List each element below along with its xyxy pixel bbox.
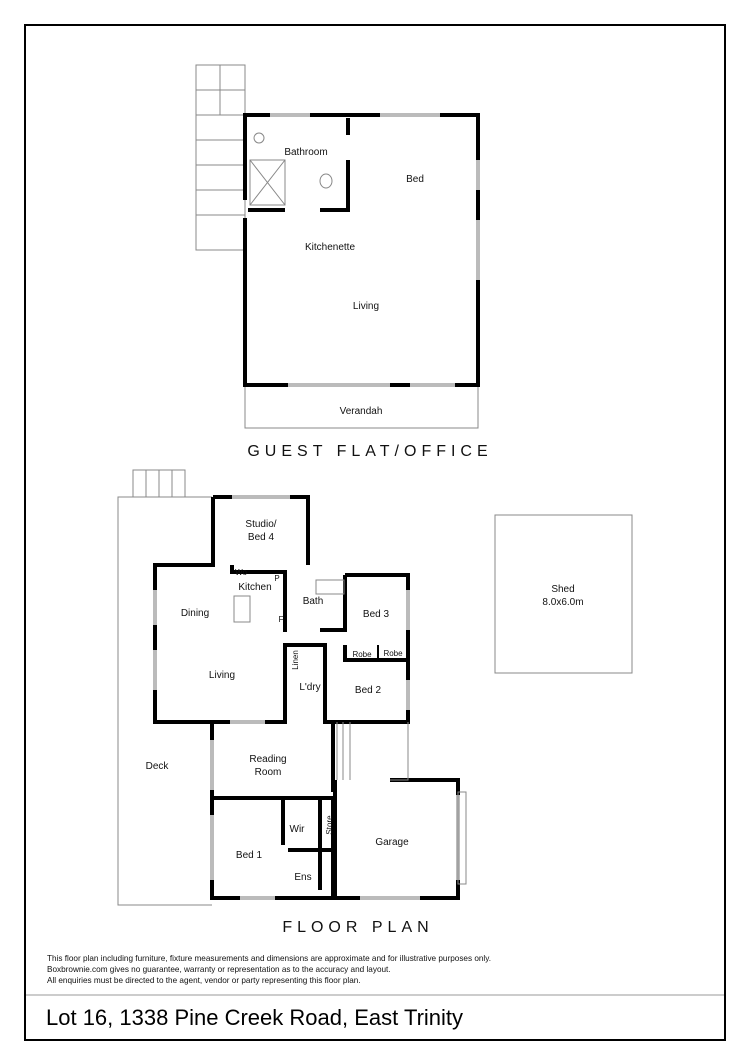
deck-stairs [132, 469, 186, 498]
guest-flat-heading: GUEST FLAT/OFFICE [247, 443, 492, 460]
room-label-studio: Studio/ [245, 519, 276, 530]
room-label-room: Room [255, 767, 282, 778]
basin-icon [253, 132, 265, 144]
disclaimer-line: This floor plan including furniture, fix… [47, 954, 492, 963]
room-label-kitchenette: Kitchenette [305, 242, 355, 253]
floor-plan-heading: FLOOR PLAN [282, 919, 433, 936]
room-label-bed4: Bed 4 [248, 532, 275, 543]
guest-flat-stairs [195, 64, 246, 251]
room-label-reading: Reading [249, 754, 286, 765]
shower-icon [249, 159, 286, 206]
guest-flat-plan: Bathroom Bed Kitchenette Living Verandah [195, 64, 480, 429]
deck-outline [117, 496, 212, 906]
page-border [24, 24, 726, 1041]
room-label-dining: Dining [181, 608, 209, 619]
room-label-deck: Deck [146, 761, 170, 772]
room-label-bath: Bath [303, 596, 324, 607]
disclaimer-line: Boxbrownie.com gives no guarantee, warra… [47, 965, 391, 974]
disclaimer-line: All enquiries must be directed to the ag… [47, 976, 361, 985]
property-address: Lot 16, 1338 Pine Creek Road, East Trini… [46, 1005, 464, 1030]
room-label-robe-2: Robe [383, 649, 403, 658]
room-label-kitchen: Kitchen [238, 582, 271, 593]
room-label-linen: Linen [291, 650, 300, 670]
windows [153, 495, 460, 900]
shed-label: Shed [551, 584, 574, 595]
room-label-laundry: L'dry [299, 682, 320, 693]
label-fridge: F [279, 615, 284, 624]
label-wall-oven: Wo [235, 568, 247, 577]
room-label-living: Living [353, 301, 379, 312]
rear-steps [336, 722, 409, 781]
room-label-living: Living [209, 670, 235, 681]
room-label-bed2: Bed 2 [355, 685, 382, 696]
room-label-robe-1: Robe [352, 650, 372, 659]
room-label-garage: Garage [375, 837, 409, 848]
room-label-bed: Bed [406, 174, 424, 185]
room-label-bathroom: Bathroom [284, 147, 327, 158]
shed-outline [494, 514, 633, 674]
bathtub-icon [315, 579, 345, 595]
room-label-store: Store [325, 815, 334, 835]
disclaimer: This floor plan including furniture, fix… [47, 953, 491, 986]
shed-size: 8.0x6.0m [542, 597, 583, 608]
room-label-wir: Wir [290, 824, 306, 835]
room-label-ensuite: Ens [294, 872, 311, 883]
kitchen-island [233, 595, 251, 623]
toilet-icon [319, 173, 333, 189]
label-pantry: P [274, 574, 279, 583]
room-label-verandah: Verandah [340, 406, 383, 417]
room-label-bed1: Bed 1 [236, 850, 263, 861]
room-label-bed3: Bed 3 [363, 609, 390, 620]
main-house-plan: Studio/ Bed 4 Kitchen Wo P F Dining Livi… [117, 469, 633, 906]
